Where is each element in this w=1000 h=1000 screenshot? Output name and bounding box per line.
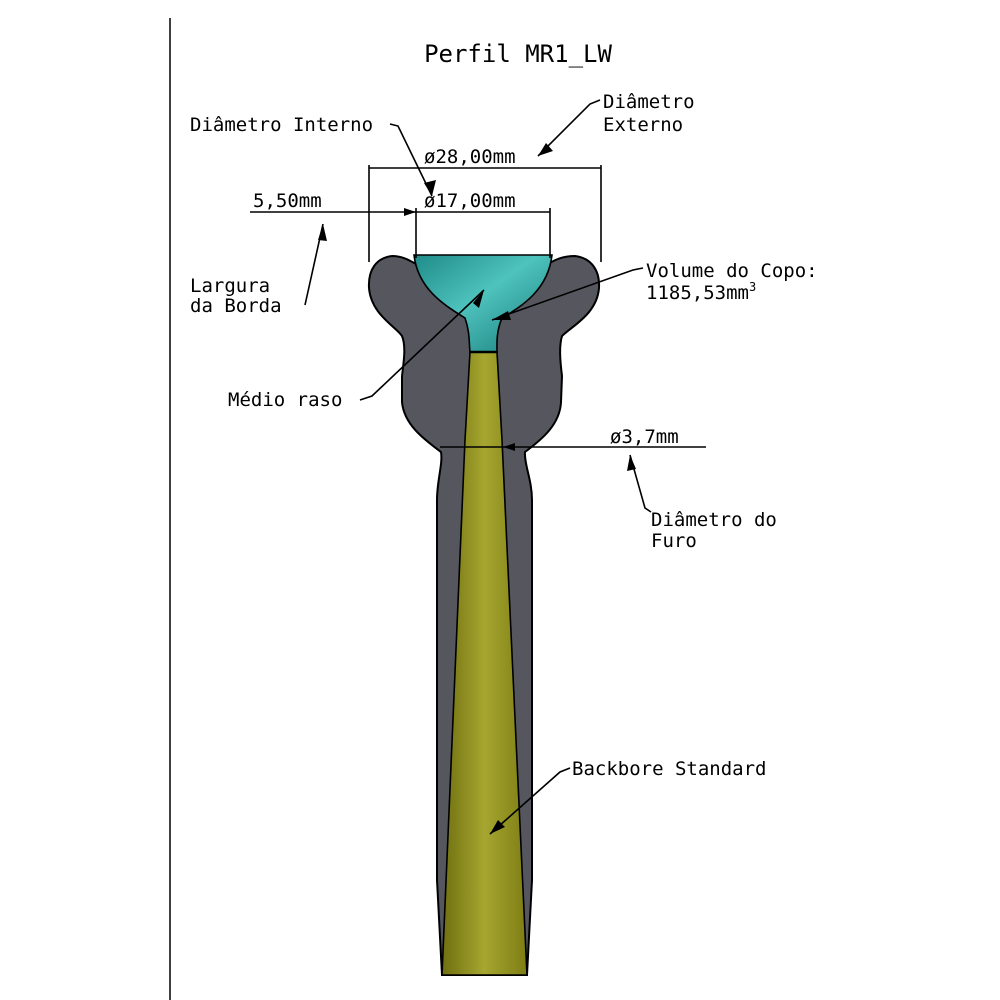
bore-diameter-leader [629,454,652,513]
bore-diameter-value: ø3,7mm [610,426,679,448]
external-diameter-value: ø28,00mm [424,146,516,168]
external-diameter-leader [537,99,601,157]
rim-width-arrowhead [318,224,327,241]
bore-diameter-arrowhead [627,455,636,471]
cup-volume-superscript: 3 [749,280,756,294]
internal-diameter-leader [389,123,433,197]
backbore-label: Backbore Standard [572,758,766,780]
cup-type-arrowhead [473,290,484,308]
internal-diameter-arrowhead [424,180,436,196]
cup-type-label: Médio raso [228,389,342,411]
cup-type-leader [359,289,485,401]
diagram-title: Perfil MR1_LW [424,40,612,68]
bore-diameter-label-line2: Furo [651,530,697,552]
external-diameter-label-line2: Externo [603,114,683,136]
rim-width-dim-arrow-left [404,208,416,216]
backbore-arrowhead [490,820,505,834]
cup-volume-arrowhead [492,311,511,320]
internal-diameter-value: ø17,00mm [424,190,516,212]
cup-volume-value: 1185,53mm [646,282,749,304]
rim-width-label-line1: Largura [190,275,270,297]
cup-volume-label-line1: Volume do Copo: [646,260,818,282]
backbore-leader [489,767,571,835]
bore-diameter-label-line1: Diâmetro do [651,509,777,531]
external-diameter-arrowhead [538,143,553,156]
bore-dim-arrow-left [503,443,515,451]
internal-diameter-label: Diâmetro Interno [190,114,373,136]
rim-width-label-line2: da Borda [190,295,282,317]
cup-volume-label-line2: 1185,53mm3 [646,280,756,304]
rim-width-value: 5,50mm [253,190,322,212]
cup-volume-leader [491,267,644,321]
external-diameter-label-line1: Diâmetro [603,91,695,113]
